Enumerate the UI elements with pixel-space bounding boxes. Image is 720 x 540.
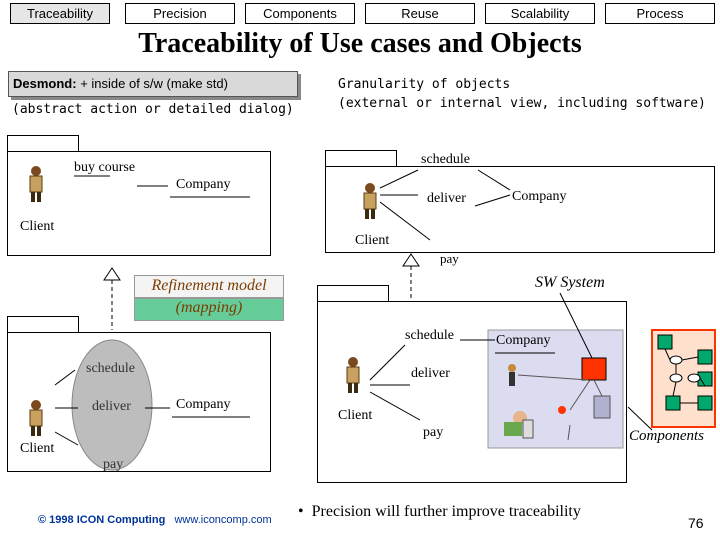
package-tab [7,316,79,332]
association-line [369,391,421,421]
refinement-top [134,275,284,298]
file-icon [522,419,534,439]
association-line [54,431,79,446]
gear-icon [558,406,566,414]
refinement-arrow-left [103,267,121,330]
association-line [54,369,76,386]
actor-figure [346,357,360,393]
refinement-title: Refinement model [151,277,267,294]
refinement-arrow-right [402,253,420,300]
refinement-subtitle: (mapping) [175,299,243,316]
usecase-pay: pay [103,457,124,472]
usecase-schedule: schedule [405,328,454,343]
association-line [379,201,431,241]
desmond-name: Desmond: [13,76,77,91]
workers-icon-body [504,422,522,436]
association-line [477,169,511,191]
component-node [697,349,713,365]
desmond-note: Desmond: + inside of s/w (make std) [8,71,298,97]
object-company: Company [496,333,551,348]
pointer-line [559,292,593,359]
tab-process[interactable]: Process [605,3,715,24]
tab-reuse[interactable]: Reuse [365,3,475,24]
footer-url[interactable]: www.iconcomp.com [174,514,272,526]
document-icon [593,395,611,419]
usecase-pay: pay [423,425,444,440]
page-number: 76 [688,515,704,531]
usecase-schedule: schedule [421,152,470,167]
usecase-deliver: deliver [92,399,131,414]
usecase-group-ellipse [71,339,153,471]
object-company: Company [176,177,231,192]
usecase-buy-course: buy course [74,160,136,175]
component-node [665,395,681,411]
component-node [657,334,673,350]
usecase-pay: pay [440,251,459,266]
component-port [669,355,683,365]
usecase-deliver: deliver [427,191,466,206]
footer: © 1998 ICON Computing www.iconcomp.com [38,514,272,526]
actor-figure [29,166,43,202]
tab-components[interactable]: Components [245,3,355,24]
package-tab [317,285,389,301]
components-label: Components [629,428,704,444]
pointer-line [627,406,653,431]
bullet-icon: • [298,503,312,520]
person-icon-body [509,372,515,386]
association-line [379,169,419,189]
tab-scalability[interactable]: Scalability [485,3,595,24]
actor-client: Client [338,408,373,423]
footer-copyright: © 1998 ICON Computing [38,514,166,526]
actor-client: Client [355,233,390,248]
association-line [474,194,511,207]
bullet-text: Precision will further improve traceabil… [311,503,581,520]
package-tab [325,150,397,166]
package-tab [7,135,79,151]
component-port [687,373,701,383]
person-icon [508,364,516,372]
sw-system-label: SW System [535,274,605,291]
component-red [581,357,607,381]
component-node [697,395,713,411]
actor-client: Client [20,219,55,234]
object-company: Company [176,397,231,412]
tab-precision[interactable]: Precision [125,3,235,24]
usecase-schedule: schedule [86,361,135,376]
desmond-text: + inside of s/w (make std) [80,76,228,91]
granularity-line2: (external or internal view, including so… [338,96,706,111]
refinement-model-box: Refinement model (mapping) [134,275,284,321]
page-title: Traceability of Use cases and Objects [138,28,582,59]
granularity-line1: Granularity of objects [338,77,511,92]
association-line [369,344,406,381]
refinement-bottom [134,298,284,321]
abstract-action-label: (abstract action or detailed dialog) [12,102,294,117]
bullet-point: • Precision will further improve traceab… [298,503,581,521]
object-company: Company [512,189,567,204]
actor-figure [29,400,43,436]
package-top-left [7,151,271,256]
usecase-deliver: deliver [411,366,450,381]
actor-figure [363,183,377,219]
actor-client: Client [20,441,55,456]
tab-traceability[interactable]: Traceability [10,3,110,24]
component-port [669,373,683,383]
